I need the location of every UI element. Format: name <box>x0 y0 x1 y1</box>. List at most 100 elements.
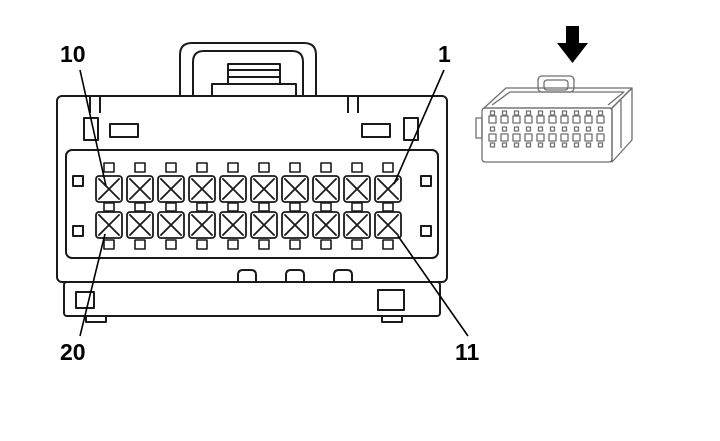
small-pin-tab <box>549 142 556 148</box>
pin-tab <box>103 162 115 173</box>
pin-socket <box>250 211 278 239</box>
small-pin-tab <box>573 110 580 116</box>
pin-tab <box>289 239 301 250</box>
clip-detail <box>403 117 419 141</box>
small-pin-socket <box>596 133 605 142</box>
leader-lines <box>79 69 469 337</box>
small-pin-tab <box>537 142 544 148</box>
small-pin-tab <box>513 110 520 116</box>
latch-outer-outline <box>179 42 317 97</box>
pin-tab <box>382 162 394 173</box>
small-pin-tab <box>525 110 532 116</box>
small-pin-tab <box>573 142 580 148</box>
face-side-key <box>420 175 432 187</box>
pin-tab <box>165 202 177 212</box>
small-pin-tab <box>501 110 508 116</box>
mount-foot <box>381 315 403 323</box>
pin-socket <box>188 175 216 203</box>
pin-label-top-right: 1 <box>438 41 451 67</box>
pin-socket <box>374 175 402 203</box>
pin-socket <box>188 211 216 239</box>
pin-tab <box>103 202 115 212</box>
pin-socket <box>312 211 340 239</box>
pin-face-outline <box>65 149 439 259</box>
small-pin-socket <box>560 133 569 142</box>
small-pin-tab <box>585 126 592 132</box>
small-pin-socket <box>524 115 533 124</box>
latch-inner-outline <box>192 50 304 97</box>
pin-tab <box>258 162 270 173</box>
small-pin-socket <box>536 133 545 142</box>
pin-tab <box>227 162 239 173</box>
pin-tab <box>320 239 332 250</box>
pin-label-bottom-left: 20 <box>60 339 86 365</box>
small-pin-socket <box>572 115 581 124</box>
small-pin-tab <box>597 110 604 116</box>
pin-label-top-left: 10 <box>60 41 86 67</box>
pin-tab <box>320 162 332 173</box>
small-pin-tab <box>501 126 508 132</box>
small-pin-tab <box>525 142 532 148</box>
small-pin-socket <box>488 133 497 142</box>
small-pin-grid <box>488 110 605 148</box>
pin-tab <box>134 202 146 212</box>
pin-socket <box>250 175 278 203</box>
small-top-face <box>483 87 633 109</box>
pin-socket <box>374 211 402 239</box>
pin-tab <box>165 239 177 250</box>
leader-line-1 <box>393 69 445 185</box>
small-pin-socket <box>584 133 593 142</box>
connector-latch <box>179 42 317 97</box>
pin-tab <box>258 202 270 212</box>
pin-tab <box>351 239 363 250</box>
pin-socket <box>95 175 123 203</box>
pin-socket <box>219 175 247 203</box>
small-pin-socket <box>536 115 545 124</box>
mount-base-outline <box>63 281 441 317</box>
leader-line-20 <box>79 233 106 337</box>
pin-tab <box>320 202 332 212</box>
face-side-key <box>72 225 84 237</box>
pin-tab <box>196 202 208 212</box>
small-pin-tab <box>513 126 520 132</box>
mount-bump <box>285 269 305 283</box>
small-pin-tab <box>537 110 544 116</box>
small-pin-tab <box>585 142 592 148</box>
pin-label-bottom-right: 11 <box>455 339 480 365</box>
pin-tab <box>351 162 363 173</box>
small-pin-tab <box>489 126 496 132</box>
small-left-key <box>475 117 483 139</box>
clip-detail <box>361 123 391 138</box>
pin-tab <box>196 162 208 173</box>
small-pin-tab <box>561 126 568 132</box>
pin-tab <box>351 202 363 212</box>
pin-socket <box>126 211 154 239</box>
small-pin-tab <box>489 142 496 148</box>
leader-line-11 <box>397 235 469 337</box>
small-pin-tab <box>525 126 532 132</box>
mount-foot <box>85 315 107 323</box>
small-pin-tab <box>537 126 544 132</box>
mount-bump <box>237 269 257 283</box>
small-pin-socket <box>560 115 569 124</box>
small-pin-socket <box>524 133 533 142</box>
small-pin-tab <box>561 110 568 116</box>
pin-socket <box>312 175 340 203</box>
mount-detail <box>75 291 95 309</box>
small-pin-tab <box>549 110 556 116</box>
small-pin-socket <box>512 133 521 142</box>
face-side-key <box>72 175 84 187</box>
small-pin-tab <box>597 142 604 148</box>
bottom-mount <box>63 269 441 323</box>
pin-socket <box>95 211 123 239</box>
small-pin-socket <box>572 133 581 142</box>
small-pin-tab <box>549 126 556 132</box>
pin-tab <box>134 162 146 173</box>
small-pin-socket <box>548 115 557 124</box>
clip-detail <box>109 123 139 138</box>
pin-socket <box>343 211 371 239</box>
down-arrow-icon <box>557 26 588 63</box>
face-side-key <box>420 225 432 237</box>
